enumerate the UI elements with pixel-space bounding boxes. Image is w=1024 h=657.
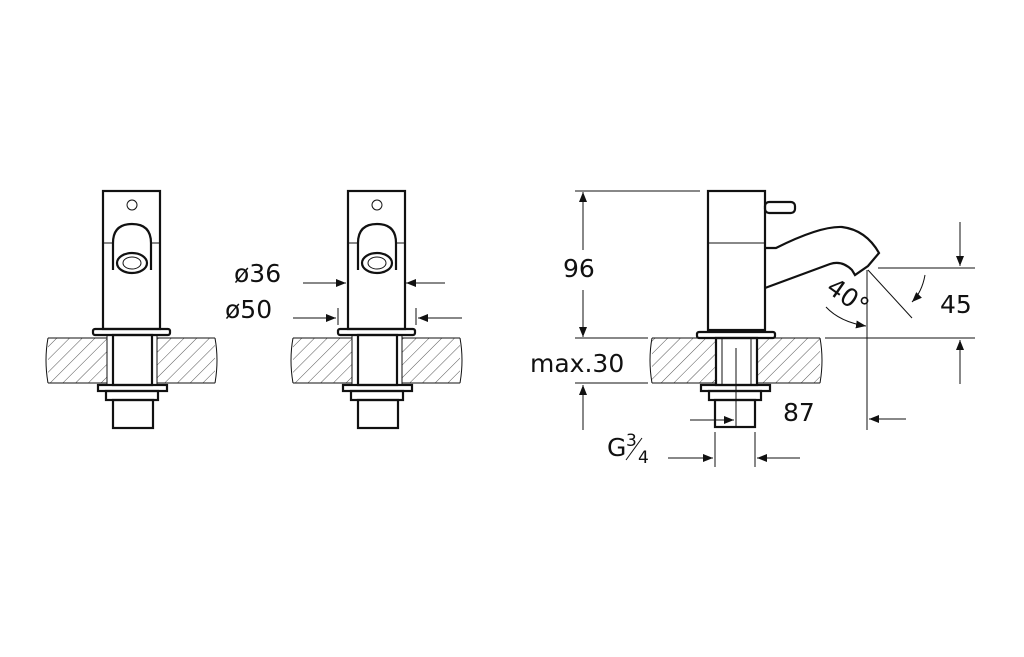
thread-denominator: 4: [638, 448, 649, 468]
dim-counter-max30: max.30: [530, 349, 624, 378]
side-view: 96 max.30 45 40° 87 G 3 4: [530, 189, 975, 468]
dim-diameter-50: ø50: [225, 295, 272, 324]
thread-label: G: [607, 433, 626, 462]
dim-height-96: 96: [563, 254, 595, 283]
dim-spout-height-45: 45: [940, 290, 972, 319]
dim-spout-angle: 40°: [821, 272, 874, 321]
front-view-dimensioned: ø36 ø50: [225, 189, 464, 430]
thread-numerator: 3: [626, 431, 637, 451]
dim-diameter-36: ø36: [234, 259, 281, 288]
dim-thread-g34: G 3 4: [607, 431, 649, 468]
front-view: [44, 189, 219, 430]
dim-spout-reach-87: 87: [783, 398, 815, 427]
